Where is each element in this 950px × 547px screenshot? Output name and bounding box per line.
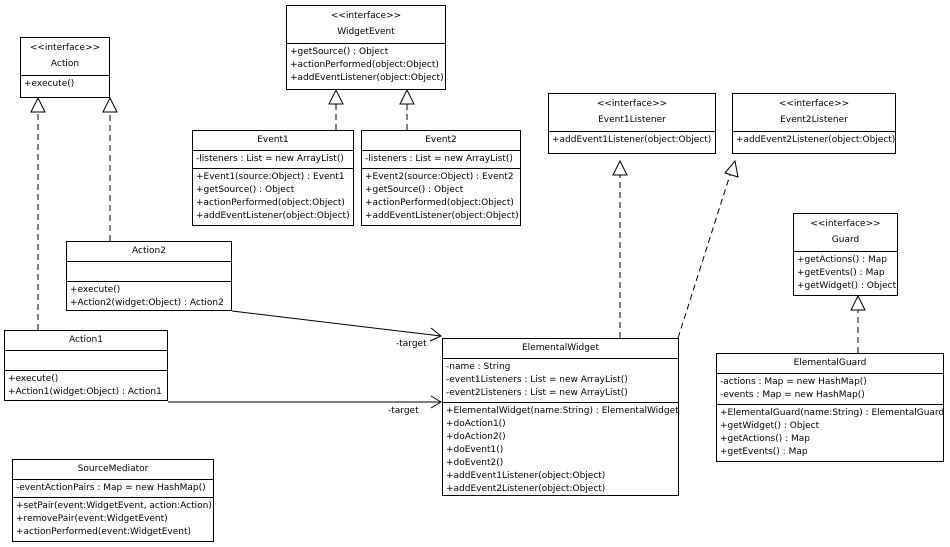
attribute: -listeners : List = new ArrayList() bbox=[196, 154, 344, 164]
operation: +getActions() : Map bbox=[797, 255, 887, 265]
operation: +Action2(widget:Object) : Action2 bbox=[70, 298, 224, 308]
attribute-section-empty bbox=[5, 351, 167, 371]
class-event1-listener[interactable]: <<interface>> Event1Listener +addEvent1L… bbox=[548, 93, 716, 154]
class-name: Event1Listener bbox=[598, 115, 666, 125]
operation: +doEvent1() bbox=[446, 445, 504, 455]
operation: +Action1(widget:Object) : Action1 bbox=[8, 387, 162, 397]
class-name: Event1 bbox=[257, 135, 289, 145]
operation: +addEvent2Listener(object:Object) bbox=[736, 135, 896, 145]
class-action2[interactable]: Action2 +execute() +Action2(widget:Objec… bbox=[66, 241, 232, 311]
operation: +actionPerformed(object:Object) bbox=[196, 198, 345, 208]
triangle-action2-action bbox=[102, 96, 118, 113]
class-elemental-guard[interactable]: ElementalGuard -actions : Map = new Hash… bbox=[716, 353, 944, 462]
triangle-widget-event2listener bbox=[724, 159, 739, 178]
attribute-section-empty bbox=[67, 262, 231, 282]
operation: +Event1(source:Object) : Event1 bbox=[196, 172, 345, 182]
operation: +addEventListener(object:Object) bbox=[196, 211, 350, 221]
class-action[interactable]: <<interface>> Action +execute() bbox=[20, 37, 110, 98]
attribute: -event1Listeners : List = new ArrayList(… bbox=[446, 375, 628, 385]
association-action2-widget bbox=[231, 310, 442, 337]
operation: +getEvents() : Map bbox=[720, 447, 808, 457]
operation: +addEventListener(object:Object) bbox=[290, 73, 444, 83]
operation: +ElementalWidget(name:String) : Elementa… bbox=[446, 406, 679, 416]
triangle-elementalguard-guard bbox=[850, 294, 866, 311]
class-name: ElementalWidget bbox=[522, 343, 599, 353]
triangle-event1-widgetevent bbox=[328, 88, 344, 105]
attribute: -listeners : List = new ArrayList() bbox=[365, 154, 513, 164]
stereotype-label: <<interface>> bbox=[596, 99, 668, 109]
operation: +doEvent2() bbox=[446, 458, 504, 468]
class-guard[interactable]: <<interface>> Guard +getActions() : Map … bbox=[793, 213, 898, 296]
class-event2-listener[interactable]: <<interface>> Event2Listener +addEvent2L… bbox=[732, 93, 896, 154]
attribute: -name : String bbox=[446, 362, 511, 372]
operation: +getSource() : Object bbox=[196, 185, 295, 195]
class-name: WidgetEvent bbox=[337, 27, 395, 37]
class-name: Guard bbox=[831, 235, 860, 245]
class-event1[interactable]: Event1 -listeners : List = new ArrayList… bbox=[192, 130, 354, 226]
operation: +getEvents() : Map bbox=[797, 268, 885, 278]
realization-widget-event2listener bbox=[677, 174, 731, 339]
operation: +execute() bbox=[70, 285, 121, 295]
stereotype-label: <<interface>> bbox=[29, 43, 101, 53]
class-widget-event[interactable]: <<interface>> WidgetEvent +getSource() :… bbox=[286, 5, 446, 90]
class-name: Event2 bbox=[425, 135, 457, 145]
role-label-action2-target: -target bbox=[396, 339, 427, 349]
stereotype-label: <<interface>> bbox=[330, 11, 402, 21]
class-name: Action bbox=[50, 59, 80, 69]
class-event2[interactable]: Event2 -listeners : List = new ArrayList… bbox=[361, 130, 521, 226]
operation: +execute() bbox=[8, 374, 59, 384]
class-source-mediator[interactable]: SourceMediator -eventActionPairs : Map =… bbox=[12, 459, 214, 542]
attribute: -eventActionPairs : Map = new HashMap() bbox=[16, 483, 206, 493]
operation: +addEventListener(object:Object) bbox=[365, 211, 519, 221]
operation: +actionPerformed(object:Object) bbox=[290, 60, 439, 70]
operation: +actionPerformed(object:Object) bbox=[365, 198, 514, 208]
class-name: ElementalGuard bbox=[793, 358, 867, 368]
operation: +doAction2() bbox=[446, 432, 506, 442]
class-name: Action1 bbox=[69, 335, 103, 345]
operation: +getActions() : Map bbox=[720, 434, 810, 444]
operation: +getSource() : Object bbox=[290, 47, 389, 57]
triangle-widget-event1listener bbox=[612, 159, 628, 176]
triangle-event2-widgetevent bbox=[399, 88, 415, 105]
operation: +addEvent1Listener(object:Object) bbox=[552, 135, 712, 145]
operation: +doAction1() bbox=[446, 419, 506, 429]
operation: +execute() bbox=[24, 79, 75, 89]
attribute: -event2Listeners : List = new ArrayList(… bbox=[446, 388, 628, 398]
class-action1[interactable]: Action1 +execute() +Action1(widget:Objec… bbox=[4, 330, 168, 401]
triangle-action1-action bbox=[30, 96, 46, 113]
attribute: -events : Map = new HashMap() bbox=[720, 390, 865, 400]
stereotype-label: <<interface>> bbox=[778, 99, 850, 109]
operation: +removePair(event:WidgetEvent) bbox=[16, 514, 168, 524]
operation: +getSource() : Object bbox=[365, 185, 464, 195]
operation: +actionPerformed(event:WidgetEvent) bbox=[16, 527, 191, 537]
class-name: Event2Listener bbox=[780, 115, 848, 125]
operation: +addEvent2Listener(object:Object) bbox=[446, 484, 606, 494]
operation: +Event2(source:Object) : Event2 bbox=[365, 172, 514, 182]
arrowhead-action1-widget bbox=[430, 395, 442, 409]
arrowhead-action2-widget bbox=[429, 327, 442, 342]
role-label-action1-target: -target bbox=[388, 406, 419, 416]
class-name: Action2 bbox=[132, 246, 166, 256]
operation: +getWidget() : Object bbox=[797, 281, 897, 291]
class-name: SourceMediator bbox=[77, 464, 149, 474]
operation: +setPair(event:WidgetEvent, action:Actio… bbox=[16, 501, 212, 511]
class-elemental-widget[interactable]: ElementalWidget -name : String -event1Li… bbox=[442, 338, 679, 496]
operation: +addEvent1Listener(object:Object) bbox=[446, 471, 606, 481]
attribute: -actions : Map = new HashMap() bbox=[720, 377, 867, 387]
operation: +getWidget() : Object bbox=[720, 421, 820, 431]
operation: +ElementalGuard(name:String) : Elemental… bbox=[720, 408, 945, 418]
stereotype-label: <<interface>> bbox=[810, 219, 881, 229]
